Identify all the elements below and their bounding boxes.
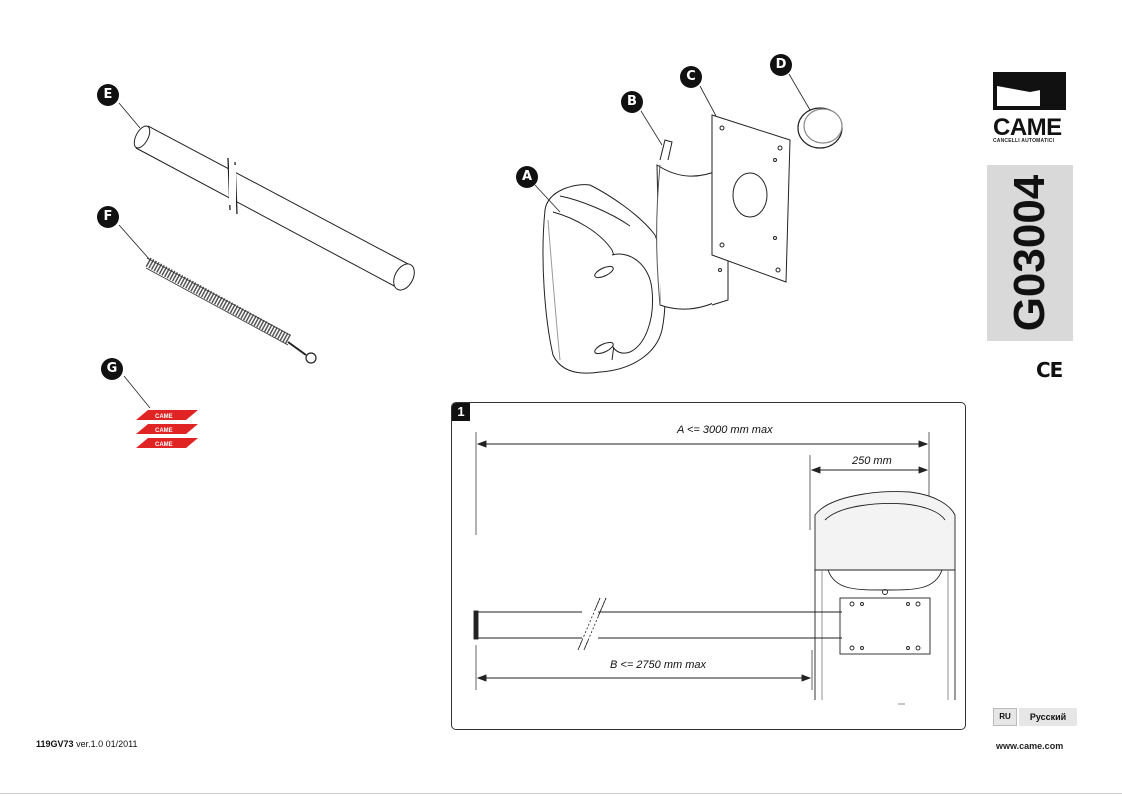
- dimension-b-label: B <= 2750 mm max: [610, 659, 706, 671]
- bottom-divider: [0, 793, 1122, 794]
- sticker-label: CAME: [155, 428, 173, 434]
- language-code-badge[interactable]: RU: [993, 708, 1017, 726]
- sticker-label: CAME: [155, 414, 173, 420]
- document-date: 01/2011: [105, 739, 138, 749]
- callout-d: D: [770, 54, 792, 76]
- brand-tagline: CANCELLI AUTOMATICI: [993, 138, 1055, 144]
- callout-a: A: [516, 166, 538, 188]
- brand-name: CAME: [993, 114, 1062, 141]
- housing-cover-drawing: [542, 184, 666, 374]
- sticker-set-drawing: [136, 410, 198, 448]
- website-link[interactable]: www.came.com: [996, 741, 1064, 751]
- callout-f: F: [97, 206, 119, 228]
- callout-c: C: [680, 66, 702, 88]
- sticker-lettering: CAME CAME CAME: [155, 410, 173, 452]
- mounting-plate-drawing: [711, 114, 791, 283]
- figure-1-drawing: [473, 432, 956, 705]
- product-code: G03004: [1005, 174, 1054, 332]
- figure-1-frame: [451, 402, 966, 730]
- document-code: 119GV73: [36, 739, 74, 749]
- boom-tube-drawing: [133, 125, 415, 291]
- callout-b: B: [621, 91, 643, 113]
- sticker-label: CAME: [155, 442, 173, 448]
- spring-drawing: [145, 257, 317, 364]
- dimension-a-label: A <= 3000 mm max: [677, 424, 773, 436]
- figure-number: 1: [452, 403, 470, 421]
- came-logo-mark: [993, 72, 1066, 110]
- document-version: ver.1.0: [76, 739, 104, 749]
- document-reference: 119GV73 ver.1.0 01/2011: [36, 739, 137, 749]
- language-name[interactable]: Русский: [1019, 708, 1077, 726]
- cap-drawing: [797, 107, 843, 149]
- product-code-box: G03004: [987, 165, 1073, 341]
- callout-g: G: [101, 358, 123, 380]
- ce-mark: CE: [1036, 358, 1063, 382]
- callout-leaders: [118, 73, 811, 409]
- dimension-250-label: 250 mm: [852, 455, 892, 467]
- callout-e: E: [97, 84, 119, 106]
